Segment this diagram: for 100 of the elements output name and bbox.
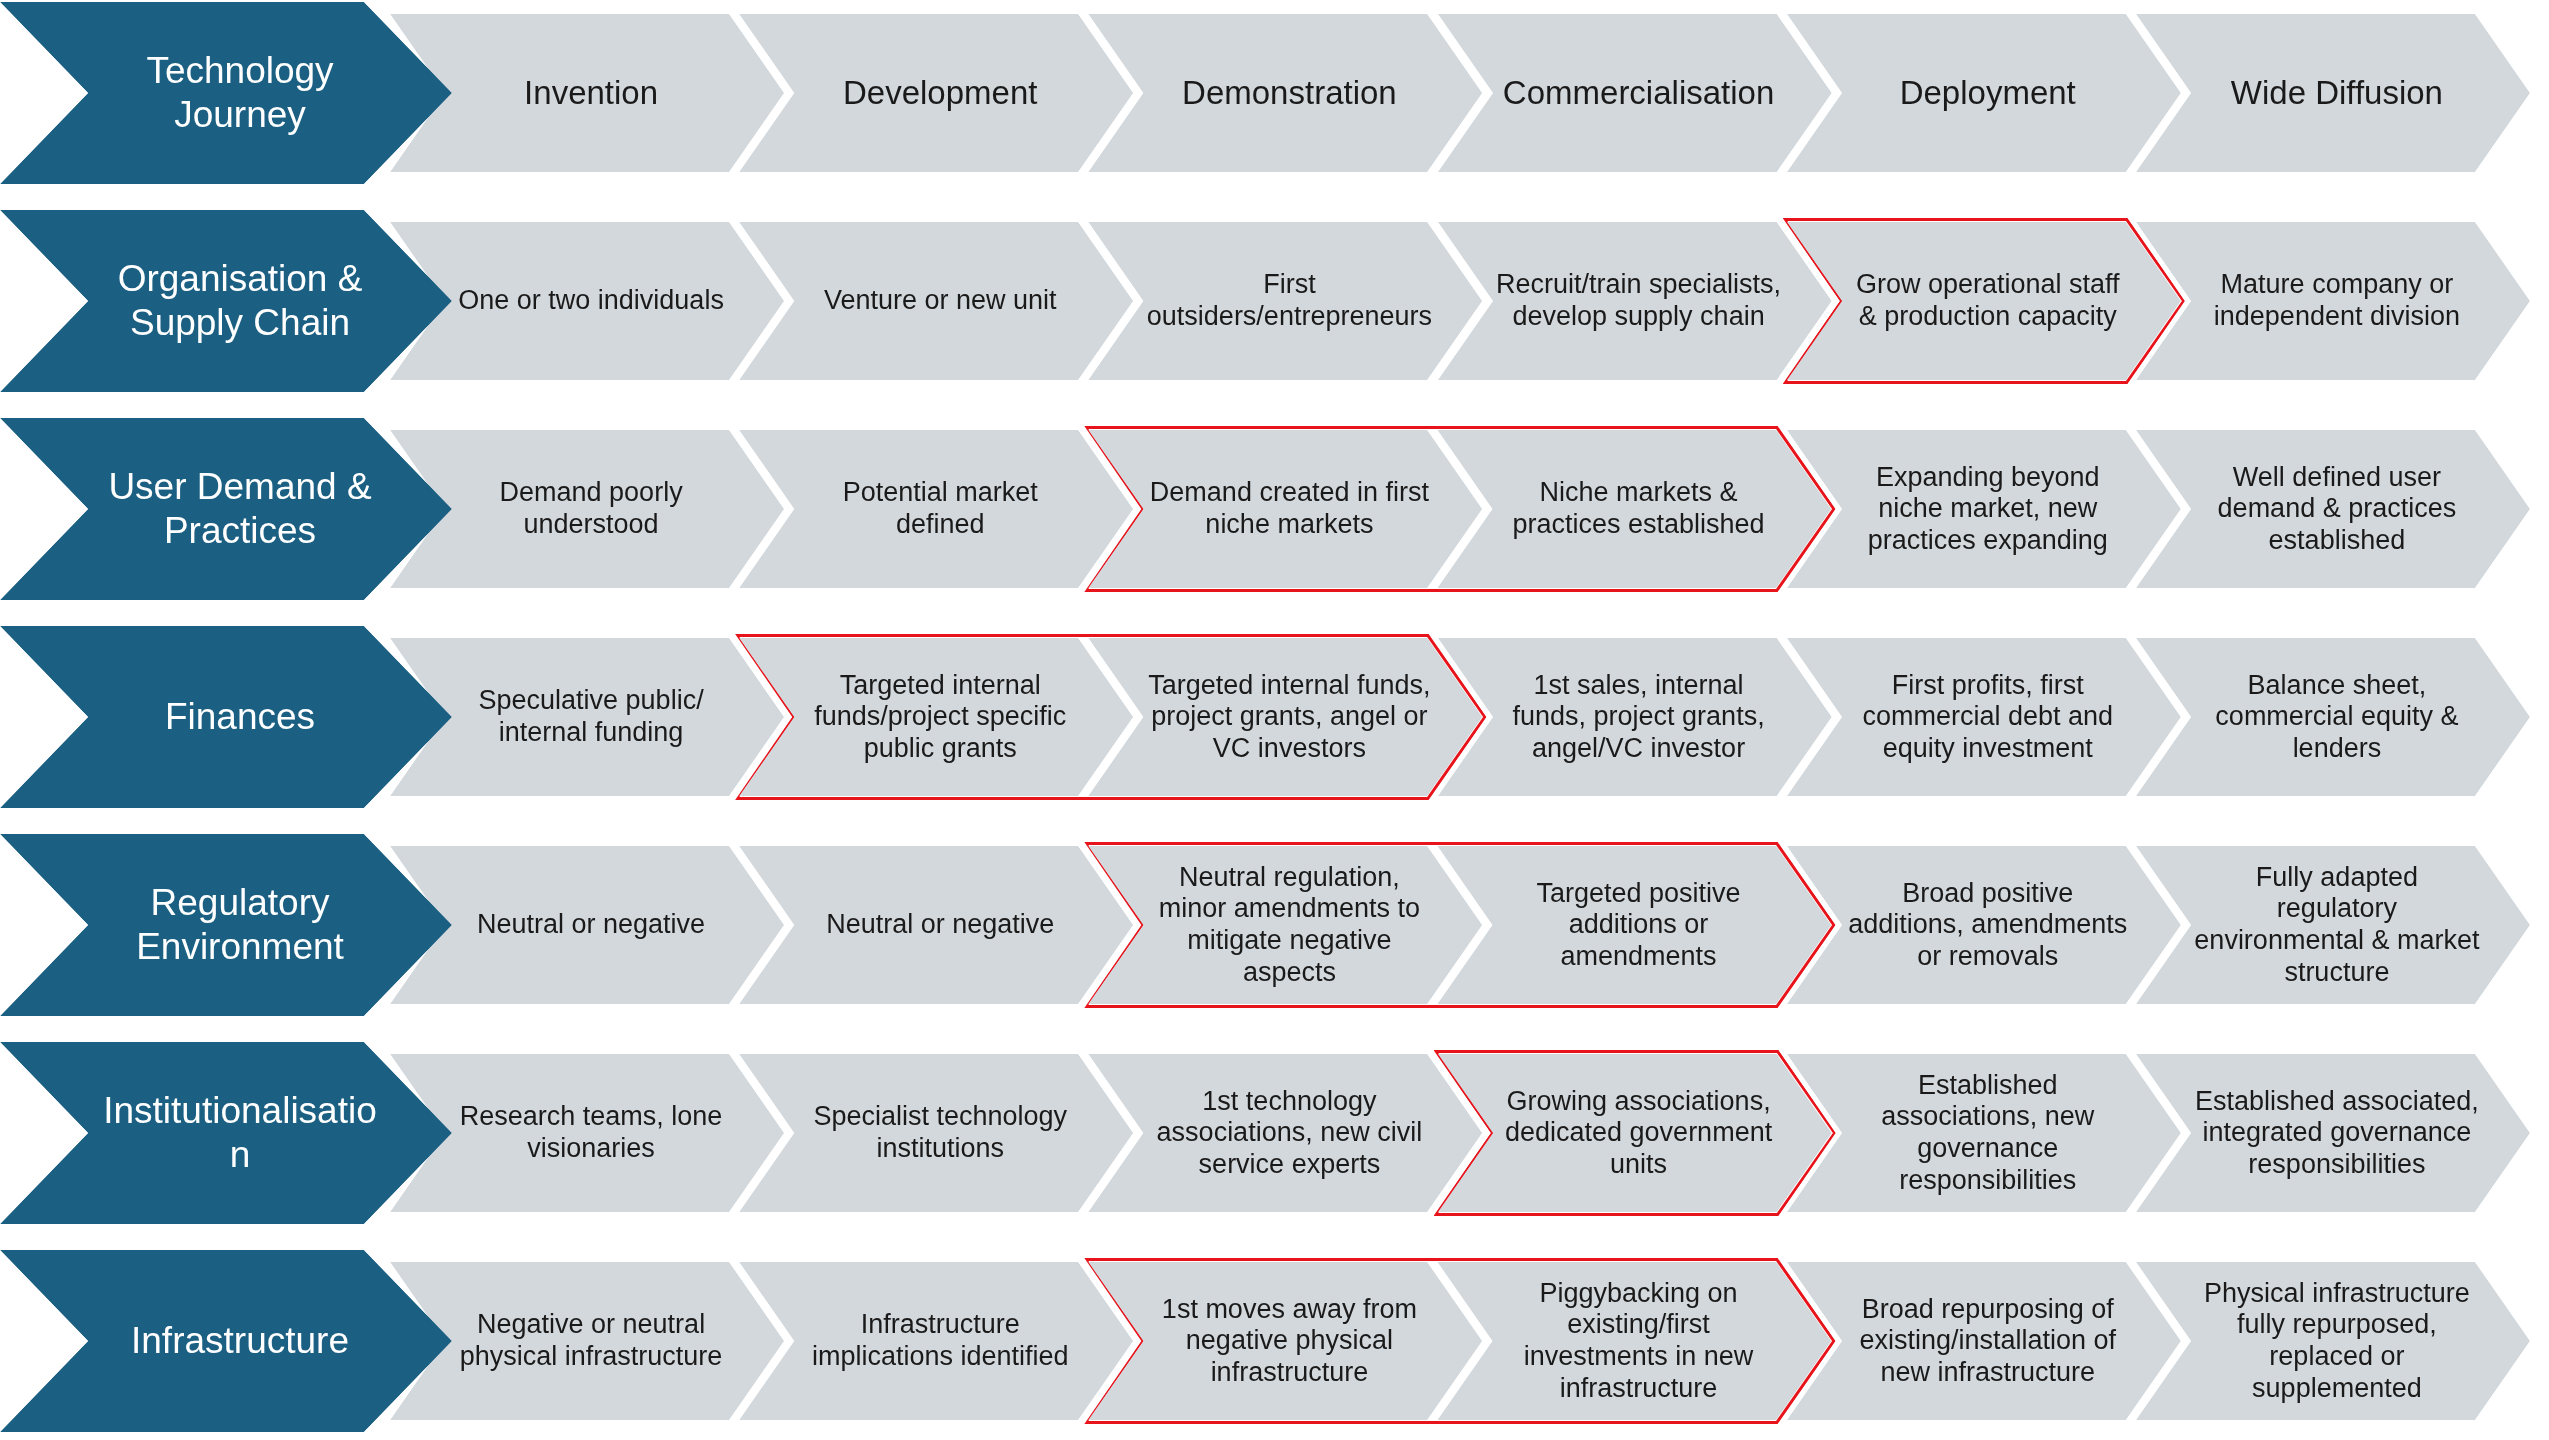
stage-tile bbox=[1437, 846, 1832, 1004]
stage-tile bbox=[390, 1262, 785, 1420]
stage-text: Expanding beyond niche market, new practices expanding bbox=[1866, 461, 2109, 557]
stage-tile bbox=[1088, 1054, 1483, 1212]
row-header-tile bbox=[0, 418, 452, 600]
row-header-tile bbox=[0, 626, 452, 808]
row-header-label: Finances bbox=[164, 694, 316, 739]
stage-text: Niche markets & practices established bbox=[1511, 477, 1766, 541]
stage-text: Neutral or negative bbox=[477, 909, 706, 941]
stage-tile bbox=[1437, 430, 1832, 588]
stage-tile bbox=[1786, 1262, 2181, 1420]
stage-text: Established associated, integrated governance responsibilities bbox=[2194, 1085, 2480, 1181]
stage-tile bbox=[1437, 638, 1832, 796]
row-header-tile bbox=[0, 1042, 452, 1224]
stage-tile bbox=[1786, 14, 2181, 172]
stage-text: Targeted internal funds, project grants, angel or VC investors bbox=[1147, 669, 1432, 765]
stage-tile bbox=[1786, 1054, 2181, 1212]
row-header-tile bbox=[0, 1250, 452, 1432]
row-header-label: User Demand & Practices bbox=[107, 464, 373, 553]
stage-tile bbox=[2135, 638, 2530, 796]
stage-text: Growing associations, dedicated government units bbox=[1504, 1085, 1774, 1181]
stage-text: First outsiders/entrepreneurs bbox=[1145, 269, 1433, 333]
row-header-label: Organisation & Supply Chain bbox=[116, 256, 364, 345]
stage-text: Demand created in first niche markets bbox=[1148, 477, 1430, 541]
stage-text: Demand poorly understood bbox=[498, 477, 684, 541]
stage-tile bbox=[1088, 430, 1483, 588]
stage-tile bbox=[739, 638, 1134, 796]
stage-text: Invention bbox=[524, 73, 659, 113]
stage-tile bbox=[1088, 222, 1483, 380]
stage-tile bbox=[2135, 430, 2530, 588]
stage-tile bbox=[1088, 638, 1483, 796]
stage-tile bbox=[1088, 846, 1483, 1004]
stage-tile bbox=[1088, 1262, 1483, 1420]
stage-tile bbox=[739, 14, 1134, 172]
highlight-outline bbox=[735, 634, 1487, 800]
stage-tile bbox=[2135, 14, 2530, 172]
stage-tile bbox=[2135, 846, 2530, 1004]
stage-text: Infrastructure implications identified bbox=[810, 1309, 1070, 1373]
stage-text: 1st sales, internal funds, project grants, angel/VC investor bbox=[1511, 669, 1766, 765]
highlight-outline bbox=[1084, 1258, 1836, 1424]
stage-text: Neutral regulation, minor amendments to mitigate negative aspects bbox=[1157, 861, 1421, 989]
stage-text: Mature company or independent division bbox=[2212, 269, 2461, 333]
stage-text: Recruit/train specialists, develop supply chain bbox=[1495, 269, 1783, 333]
stage-text: 1st technology associations, new civil service experts bbox=[1155, 1085, 1424, 1181]
row-header-tile bbox=[0, 834, 452, 1016]
stage-text: Piggybacking on existing/first investments in new infrastructure bbox=[1522, 1277, 1755, 1405]
stage-text: Broad repurposing of existing/installation of new infrastructure bbox=[1858, 1293, 2118, 1389]
stage-text: Broad positive additions, amendments or removals bbox=[1847, 877, 2129, 973]
row-header-label: Infrastructure bbox=[131, 1318, 349, 1363]
stage-text: Targeted positive additions or amendments bbox=[1535, 877, 1742, 973]
stage-text: Well defined user demand & practices established bbox=[2216, 461, 2458, 557]
stage-tile bbox=[390, 222, 785, 380]
stage-text: Venture or new unit bbox=[823, 285, 1057, 317]
stage-text: 1st moves away from negative physical infrastructure bbox=[1160, 1293, 1418, 1389]
stage-text: Balance sheet, commercial equity & lenders bbox=[2214, 669, 2460, 765]
stage-tile bbox=[390, 430, 785, 588]
stage-text: Negative or neutral physical infrastructure bbox=[458, 1309, 724, 1373]
stage-tile bbox=[739, 430, 1134, 588]
stage-tile bbox=[739, 1262, 1134, 1420]
stage-tile bbox=[1786, 846, 2181, 1004]
stage-tile bbox=[2135, 1054, 2530, 1212]
highlight-outline bbox=[1084, 842, 1836, 1008]
stage-text: Wide Diffusion bbox=[2230, 73, 2443, 113]
row-header-label: Regulatory Environment bbox=[135, 880, 345, 969]
stage-tile bbox=[390, 846, 785, 1004]
highlight-outline bbox=[1084, 426, 1836, 592]
stage-tile bbox=[1786, 430, 2181, 588]
stage-text: Demonstration bbox=[1182, 73, 1397, 113]
stage-text: Development bbox=[843, 73, 1038, 113]
stage-tile bbox=[2135, 222, 2530, 380]
stage-tile bbox=[1437, 222, 1832, 380]
stage-tile bbox=[390, 638, 785, 796]
stage-tile bbox=[739, 1054, 1134, 1212]
stage-text: Physical infrastructure fully repurposed, replaced or supplemented bbox=[2203, 1277, 2471, 1405]
row-header-label: Technology Journey bbox=[145, 48, 335, 137]
stage-text: Research teams, lone visionaries bbox=[458, 1101, 724, 1165]
stage-text: Targeted internal funds/project specific public grants bbox=[813, 669, 1068, 765]
stage-tile bbox=[1437, 14, 1832, 172]
stage-tile bbox=[1786, 638, 2181, 796]
stage-text: One or two individuals bbox=[458, 285, 724, 317]
stage-text: Deployment bbox=[1899, 73, 2076, 113]
row-header-tile bbox=[0, 2, 452, 184]
stage-text: Fully adapted regulatory environmental & market structure bbox=[2193, 861, 2481, 989]
stage-tile bbox=[739, 846, 1134, 1004]
row-header-tile bbox=[0, 210, 452, 392]
stage-tile bbox=[1088, 14, 1483, 172]
stage-tile bbox=[390, 14, 785, 172]
stage-text: Grow operational staff & production capacity bbox=[1854, 269, 2121, 333]
stage-text: Established associations, new governance responsibilities bbox=[1880, 1069, 2096, 1197]
stage-text: First profits, first commercial debt and equity investment bbox=[1861, 669, 2115, 765]
row-header-label: Institutionalisation bbox=[102, 1088, 378, 1177]
stage-text: Specialist technology institutions bbox=[812, 1101, 1069, 1165]
stage-tile bbox=[390, 1054, 785, 1212]
stage-text: Speculative public/ internal funding bbox=[477, 685, 705, 749]
stage-tile bbox=[2135, 1262, 2530, 1420]
stage-tile bbox=[739, 222, 1134, 380]
stage-text: Commercialisation bbox=[1502, 73, 1775, 113]
stage-text: Potential market defined bbox=[841, 477, 1039, 541]
stage-tile bbox=[1437, 1262, 1832, 1420]
stage-text: Neutral or negative bbox=[826, 909, 1055, 941]
